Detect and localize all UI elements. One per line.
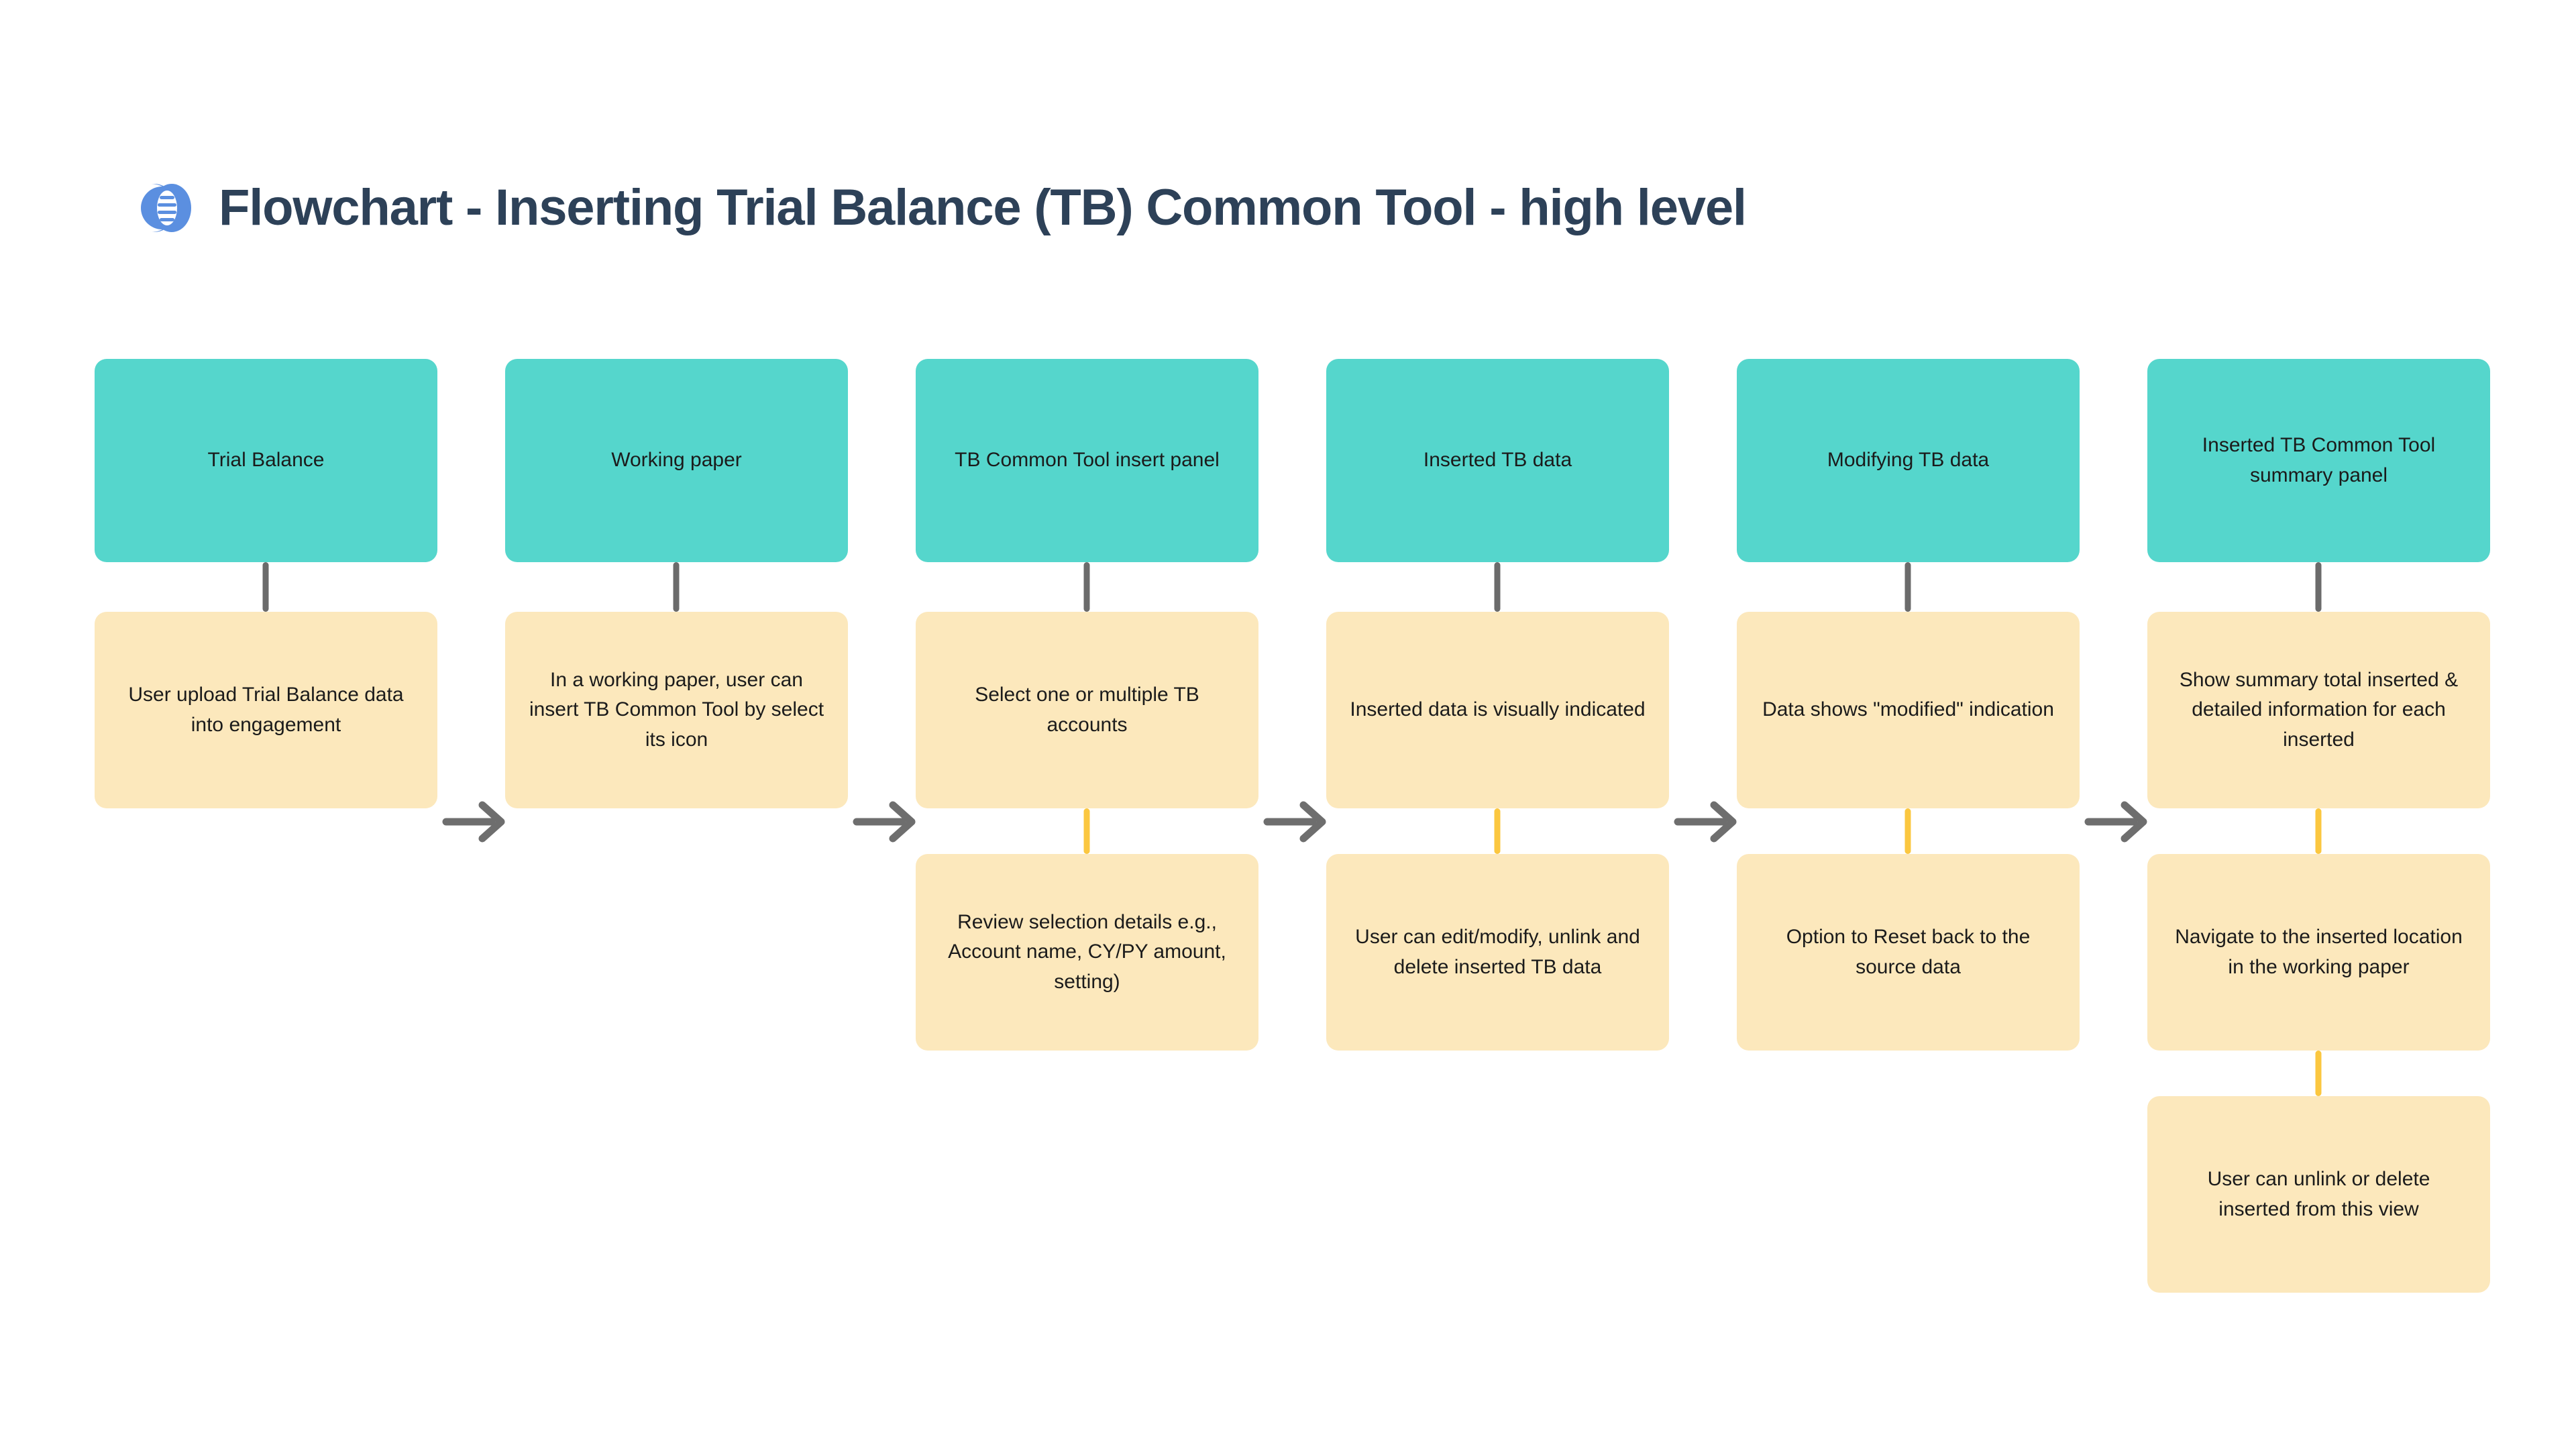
connector-stage-to-detail bbox=[1494, 562, 1501, 612]
brand-logo-icon bbox=[127, 184, 191, 232]
detail-node-3-1[interactable]: Select one or multiple TB accounts bbox=[916, 612, 1258, 808]
stage-arrow-3 bbox=[1263, 801, 1326, 843]
detail-node-6-1[interactable]: Show summary total inserted & detailed i… bbox=[2147, 612, 2490, 808]
stage-node-label: Inserted TB Common Tool summary panel bbox=[2202, 434, 2436, 486]
connector-stage-to-detail bbox=[262, 562, 269, 612]
stage-arrow-2 bbox=[853, 801, 916, 843]
detail-node-label: Navigate to the inserted location in the… bbox=[2175, 926, 2463, 978]
stage-node-tb-insert-panel[interactable]: TB Common Tool insert panel bbox=[916, 359, 1258, 562]
connector-detail-to-detail bbox=[1904, 808, 1911, 854]
connector-detail-to-detail bbox=[2315, 808, 2322, 854]
page-header: Flowchart - Inserting Trial Balance (TB)… bbox=[127, 173, 1747, 243]
connector-detail-to-detail bbox=[1494, 808, 1501, 854]
stage-node-label: Modifying TB data bbox=[1827, 449, 1990, 472]
connector-stage-to-detail bbox=[1083, 562, 1090, 612]
detail-node-label: Option to Reset back to the source data bbox=[1786, 926, 2031, 978]
stage-node-trial-balance[interactable]: Trial Balance bbox=[95, 359, 437, 562]
stage-arrow-1 bbox=[442, 801, 505, 843]
detail-node-1-1[interactable]: User upload Trial Balance data into enga… bbox=[95, 612, 437, 808]
detail-node-4-1[interactable]: Inserted data is visually indicated bbox=[1326, 612, 1669, 808]
stage-arrow-5 bbox=[2084, 801, 2147, 843]
stage-node-label: Trial Balance bbox=[207, 449, 325, 472]
connector-detail-to-detail bbox=[1083, 808, 1090, 854]
stage-node-label: Inserted TB data bbox=[1423, 449, 1572, 472]
detail-node-6-3[interactable]: User can unlink or delete inserted from … bbox=[2147, 1096, 2490, 1293]
stage-node-working-paper[interactable]: Working paper bbox=[505, 359, 848, 562]
stage-arrow-4 bbox=[1674, 801, 1737, 843]
detail-node-2-1[interactable]: In a working paper, user can insert TB C… bbox=[505, 612, 848, 808]
detail-node-label: User can edit/modify, unlink and delete … bbox=[1355, 926, 1640, 978]
connector-detail-to-detail bbox=[2315, 1051, 2322, 1096]
stage-node-summary-panel[interactable]: Inserted TB Common Tool summary panel bbox=[2147, 359, 2490, 562]
detail-node-5-1[interactable]: Data shows "modified" indication bbox=[1737, 612, 2080, 808]
detail-node-4-2[interactable]: User can edit/modify, unlink and delete … bbox=[1326, 854, 1669, 1051]
detail-node-label: Data shows "modified" indication bbox=[1762, 698, 2054, 721]
detail-node-3-2[interactable]: Review selection details e.g., Account n… bbox=[916, 854, 1258, 1051]
stage-node-label: TB Common Tool insert panel bbox=[955, 449, 1220, 472]
detail-node-label: User upload Trial Balance data into enga… bbox=[128, 684, 404, 736]
connector-stage-to-detail bbox=[2315, 562, 2322, 612]
detail-node-label: User can unlink or delete inserted from … bbox=[2207, 1168, 2430, 1220]
page-title: Flowchart - Inserting Trial Balance (TB)… bbox=[219, 179, 1747, 236]
stage-node-modifying-tb-data[interactable]: Modifying TB data bbox=[1737, 359, 2080, 562]
detail-node-label: Inserted data is visually indicated bbox=[1350, 698, 1646, 721]
detail-node-label: Show summary total inserted & detailed i… bbox=[2179, 669, 2459, 751]
stage-node-inserted-tb-data[interactable]: Inserted TB data bbox=[1326, 359, 1669, 562]
stage-node-label: Working paper bbox=[611, 449, 742, 472]
detail-node-label: Select one or multiple TB accounts bbox=[975, 684, 1199, 736]
connector-stage-to-detail bbox=[673, 562, 680, 612]
detail-node-label: Review selection details e.g., Account n… bbox=[948, 911, 1226, 993]
detail-node-5-2[interactable]: Option to Reset back to the source data bbox=[1737, 854, 2080, 1051]
connector-stage-to-detail bbox=[1904, 562, 1911, 612]
detail-node-label: In a working paper, user can insert TB C… bbox=[529, 669, 824, 751]
detail-node-6-2[interactable]: Navigate to the inserted location in the… bbox=[2147, 854, 2490, 1051]
